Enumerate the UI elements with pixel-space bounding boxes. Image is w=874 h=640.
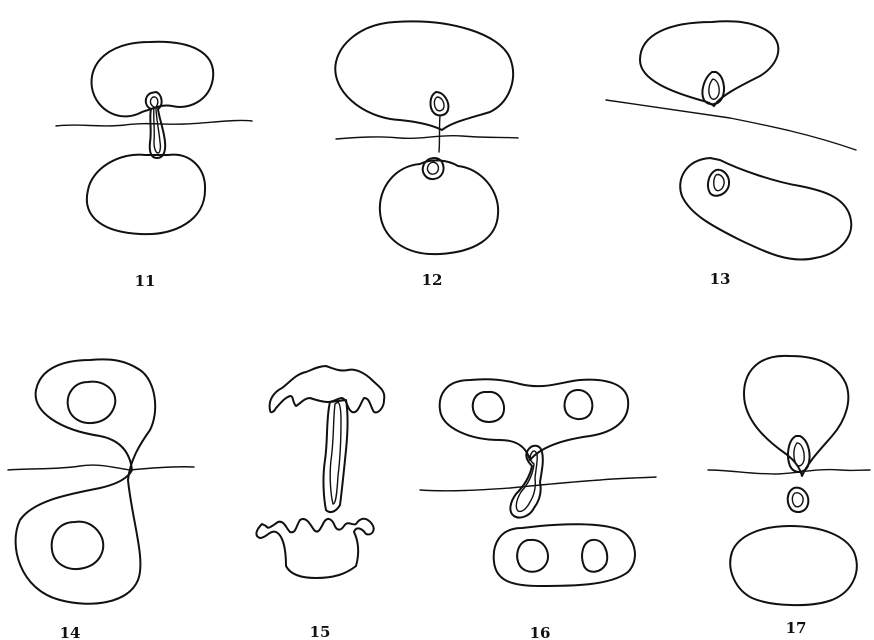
figure-15: 15 xyxy=(256,366,384,640)
lower-cell-outline xyxy=(380,160,498,254)
figure-16: 16 xyxy=(420,379,656,640)
horizontal-line xyxy=(606,100,856,150)
figure-11: 11 xyxy=(56,42,252,290)
lower-cell-outline xyxy=(730,526,857,605)
upper-organelle-inner xyxy=(709,79,719,99)
figure-14: 14 xyxy=(8,359,194,640)
horizontal-line xyxy=(708,470,870,474)
connecting-tube-inner xyxy=(150,97,160,153)
lower-organelle-inner xyxy=(427,162,438,174)
upper-binucleate-cell-outline xyxy=(440,379,628,460)
upper-organelle-inner xyxy=(434,97,444,111)
upper-cell-outline xyxy=(335,21,513,130)
upper-nucleus xyxy=(68,382,116,423)
figure-17: 17 xyxy=(708,356,870,637)
connecting-thread xyxy=(439,116,440,152)
horizontal-line xyxy=(8,465,194,470)
horizontal-line xyxy=(336,136,518,139)
connecting-tube-outer xyxy=(146,92,165,158)
lower-binucleate-cell-outline xyxy=(494,524,635,586)
connecting-strand-inner xyxy=(330,402,341,504)
figure-label: 11 xyxy=(135,272,156,290)
upper-right-nucleus xyxy=(565,390,593,419)
upper-organelle-inner xyxy=(794,443,804,466)
lower-fragment-outline xyxy=(256,519,373,578)
lower-cell-outline xyxy=(87,155,205,235)
figure-label: 14 xyxy=(60,624,81,640)
upper-organelle-outer xyxy=(430,92,448,115)
connecting-strand-outer xyxy=(323,400,347,512)
lower-organelle-inner xyxy=(714,175,724,191)
horizontal-line xyxy=(420,477,656,491)
upper-cell-outline xyxy=(744,356,848,476)
lower-cell-outline xyxy=(680,158,851,260)
figure-13: 13 xyxy=(606,21,856,288)
figure-label: 16 xyxy=(530,624,551,640)
upper-left-nucleus xyxy=(473,392,504,422)
figure-label: 17 xyxy=(786,619,807,637)
lower-nucleus xyxy=(52,522,104,569)
lower-organelle-outer xyxy=(788,488,809,512)
lower-right-nucleus xyxy=(582,540,607,572)
figure-label: 13 xyxy=(710,270,731,288)
lower-left-nucleus xyxy=(517,540,548,572)
lower-organelle-outer xyxy=(708,170,729,196)
figure-label: 15 xyxy=(310,623,331,640)
figure-12: 12 xyxy=(335,21,518,289)
lower-organelle-inner xyxy=(792,493,803,507)
figure-label: 12 xyxy=(422,271,443,289)
upper-fragment-outline xyxy=(270,366,385,412)
